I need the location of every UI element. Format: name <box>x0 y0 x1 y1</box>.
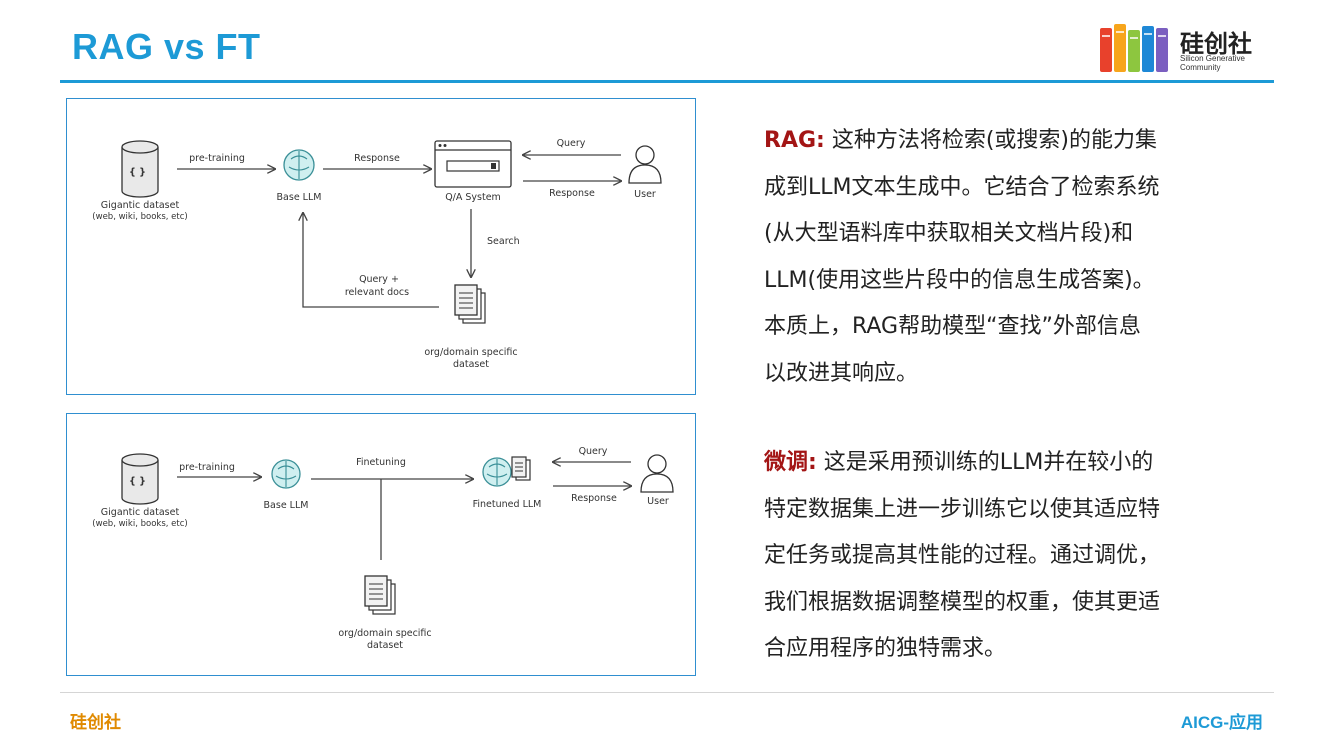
rag-line-3: (从大型语料库中获取相关文档片段)和 <box>764 221 1134 246</box>
query-docs-label-2: relevant docs <box>345 287 409 298</box>
database-icon <box>121 453 159 505</box>
page-title: RAG vs FT <box>72 26 261 67</box>
rag-diagram: { } Gigantic dataset (web, wiki, books, … <box>92 138 662 370</box>
documents-icon <box>454 284 486 324</box>
logo-name: 硅创社 <box>1180 30 1252 58</box>
finetuned-llm-label: Finetuned LLM <box>473 499 542 510</box>
rag-line-2: 成到LLM文本生成中。它结合了检索系统 <box>764 174 1160 200</box>
pretraining-label: pre-training <box>189 153 245 164</box>
qa-system-label: Q/A System <box>445 192 501 203</box>
ft-line-1: 微调: 这是采用预训练的LLM并在较小的 <box>764 440 1234 487</box>
braces-glyph: { } <box>129 167 146 178</box>
rag-diagram-panel: { } Gigantic dataset (web, wiki, books, … <box>66 98 696 395</box>
response-label: Response <box>354 153 400 164</box>
rag-text-line: 这种方法将检索(或搜索)的能力集 <box>824 128 1157 153</box>
dataset-sublabel: (web, wiki, books, etc) <box>92 212 187 222</box>
rag-label: RAG: <box>764 128 825 153</box>
ft-description: 微调: 这是采用预训练的LLM并在较小的 特定数据集上进一步训练它以使其适应特 … <box>764 440 1234 673</box>
ft-line-3: 定任务或提高其性能的过程。通过调优， <box>764 543 1161 568</box>
query-label: Query <box>557 138 586 149</box>
logo-bars-icon <box>1100 24 1168 72</box>
search-label: Search <box>487 236 520 247</box>
finetuned-llm-icon <box>482 456 531 487</box>
rag-line-5: 本质上，RAG帮助模型“查找”外部信息 <box>764 314 1141 339</box>
ft-line-5: 合应用程序的独特需求。 <box>764 636 1007 661</box>
user-icon <box>640 454 674 493</box>
org-dataset-sublabel: dataset <box>367 640 403 651</box>
ft-line-4: 我们根据数据调整模型的权重，使其更适 <box>764 589 1161 615</box>
query-docs-label-1: Query + <box>359 274 399 285</box>
base-llm-label: Base LLM <box>264 500 309 511</box>
documents-icon <box>364 575 396 615</box>
braces-glyph: { } <box>129 476 146 487</box>
user-label: User <box>634 189 656 200</box>
org-dataset-label: org/domain specific <box>338 628 431 639</box>
ft-label: 微调: <box>764 450 817 475</box>
ft-diagram-panel: { } Gigantic dataset (web, wiki, books, … <box>66 413 696 676</box>
query-docs-arrow <box>303 213 439 308</box>
user-icon <box>628 145 662 184</box>
rag-description: RAG: 这种方法将检索(或搜索)的能力集 成到LLM文本生成中。它结合了检索系… <box>764 118 1234 397</box>
ft-diagram: { } Gigantic dataset (web, wiki, books, … <box>92 446 674 651</box>
brain-icon <box>271 459 301 489</box>
pretraining-label: pre-training <box>179 462 235 473</box>
org-dataset-sublabel: dataset <box>453 359 489 370</box>
footer-brand: 硅创社 <box>70 713 121 733</box>
dataset-label: Gigantic dataset <box>101 507 180 518</box>
footer-section: AICG-应用 <box>1180 713 1263 732</box>
logo-subtitle: Silicon Generative Community <box>1180 54 1245 72</box>
footer-divider <box>60 692 1274 693</box>
base-llm-label: Base LLM <box>277 192 322 203</box>
ft-line-2: 特定数据集上进一步训练它以使其适应特 <box>764 496 1161 522</box>
dataset-label: Gigantic dataset <box>101 200 180 211</box>
brain-icon <box>283 149 315 181</box>
brand-logo: 硅创社 Silicon Generative Community <box>1098 22 1268 74</box>
database-icon <box>121 140 159 198</box>
org-dataset-label: org/domain specific <box>424 347 517 358</box>
dataset-sublabel: (web, wiki, books, etc) <box>92 519 187 529</box>
user-response-label: Response <box>549 188 595 199</box>
rag-line-1: RAG: 这种方法将检索(或搜索)的能力集 <box>764 118 1234 165</box>
ft-text-line: 这是采用预训练的LLM并在较小的 <box>816 450 1154 475</box>
rag-line-6: 以改进其响应。 <box>764 360 919 386</box>
user-label: User <box>647 496 669 507</box>
title-divider <box>60 80 1274 83</box>
rag-line-4: LLM(使用这些片段中的信息生成答案)。 <box>764 267 1155 293</box>
response-label: Response <box>571 493 617 504</box>
qa-window-icon <box>434 140 512 188</box>
query-label: Query <box>579 446 608 457</box>
finetuning-label: Finetuning <box>356 457 406 468</box>
